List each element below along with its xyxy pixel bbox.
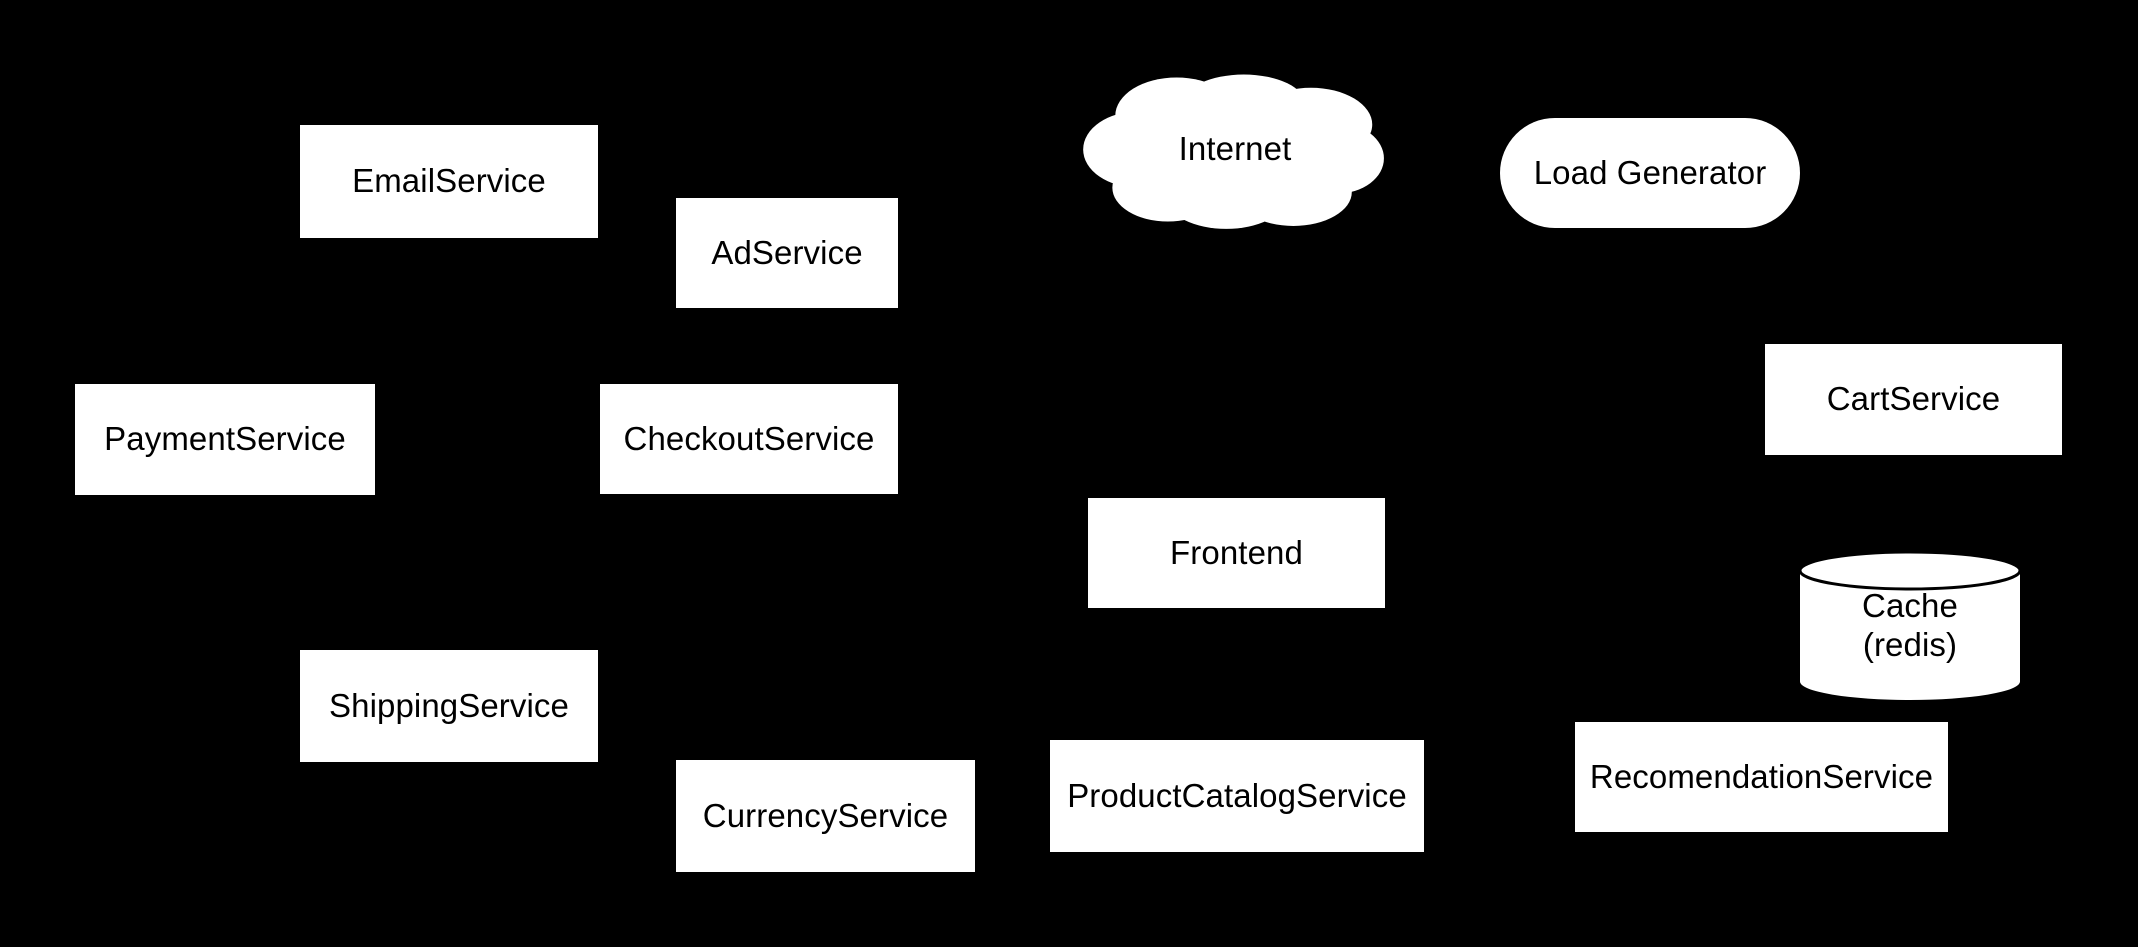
node-payment-service[interactable]: PaymentService — [75, 384, 375, 495]
node-currency-service[interactable]: CurrencyService — [676, 760, 975, 872]
node-label-currency-service: CurrencyService — [702, 796, 949, 834]
node-product-catalog-service[interactable]: ProductCatalogService — [1050, 740, 1424, 852]
node-internet[interactable]: Internet — [1083, 74, 1384, 229]
node-label-product-catalog-service: ProductCatalogService — [1067, 776, 1407, 814]
node-label-payment-service: PaymentService — [104, 420, 346, 458]
node-label-internet: Internet — [1178, 130, 1292, 168]
node-cart-service[interactable]: CartService — [1765, 344, 2062, 455]
node-recomendation-service[interactable]: RecomendationService — [1575, 722, 1948, 832]
node-label-frontend: Frontend — [1170, 533, 1303, 571]
node-label-cart-service: CartService — [1826, 380, 2001, 418]
node-email-service[interactable]: EmailService — [300, 125, 598, 238]
node-load-generator[interactable]: Load Generator — [1500, 118, 1800, 228]
node-label-email-service: EmailService — [352, 162, 546, 200]
node-ad-service[interactable]: AdService — [676, 198, 898, 308]
node-label-checkout-service: CheckoutService — [623, 419, 875, 457]
node-frontend[interactable]: Frontend — [1088, 498, 1385, 608]
node-label-cache-redis: Cache (redis) — [1862, 587, 1958, 663]
node-cache-redis[interactable]: Cache (redis) — [1798, 550, 2022, 700]
node-label-shipping-service: ShippingService — [329, 686, 569, 724]
node-label-ad-service: AdService — [711, 233, 863, 271]
node-checkout-service[interactable]: CheckoutService — [600, 384, 898, 494]
node-label-load-generator: Load Generator — [1533, 153, 1767, 191]
node-shipping-service[interactable]: ShippingService — [300, 650, 598, 762]
node-label-recomendation-service: RecomendationService — [1589, 757, 1934, 795]
